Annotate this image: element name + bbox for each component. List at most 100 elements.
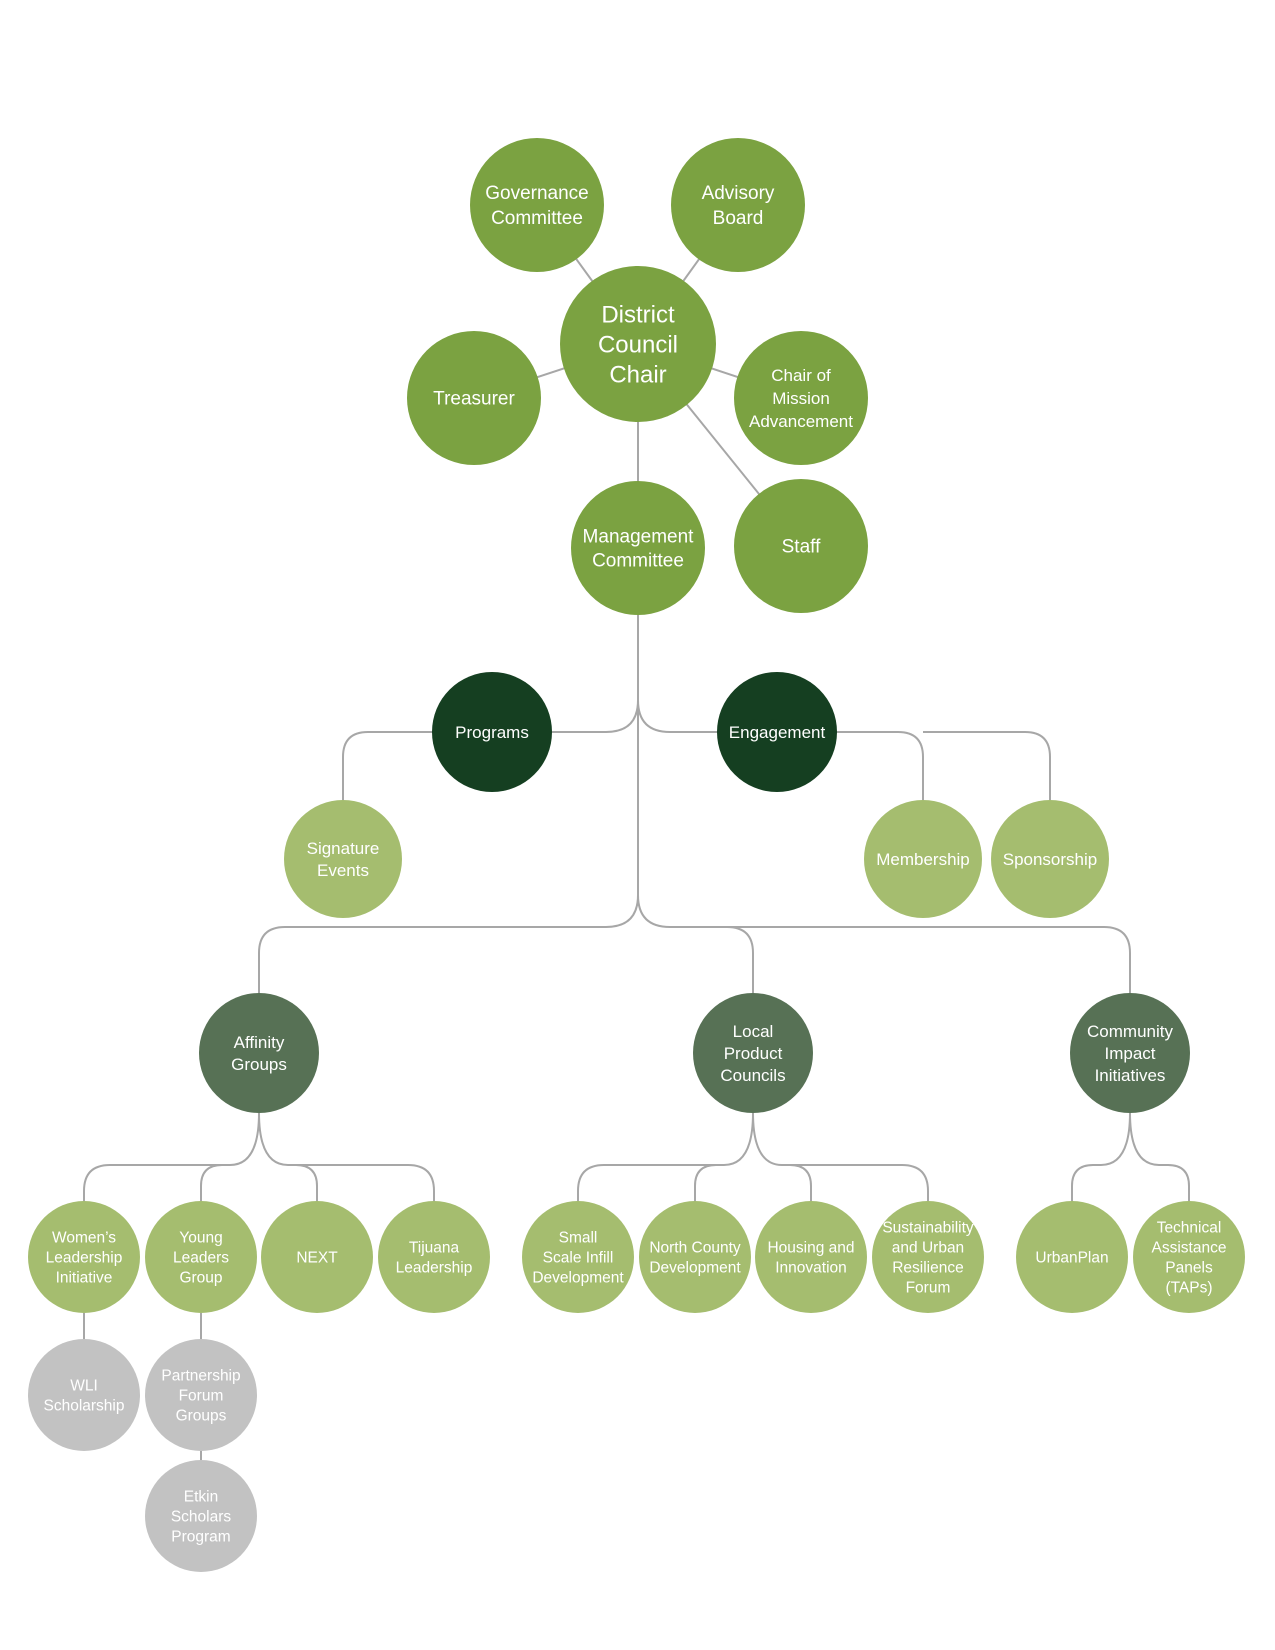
node-label-line: Governance: [485, 183, 589, 204]
node-label-line: Housing and: [767, 1239, 854, 1256]
node-label-line: NEXT: [296, 1249, 338, 1266]
node-label: UrbanPlan: [1035, 1249, 1108, 1266]
node-label-line: Affinity: [234, 1033, 285, 1052]
node-label: Membership: [876, 850, 970, 869]
node-circle: [872, 1201, 984, 1313]
node-circle: [639, 1201, 751, 1313]
node-label-line: Young: [179, 1229, 222, 1246]
node-label: Staff: [782, 537, 821, 558]
node-label-line: Innovation: [775, 1259, 847, 1276]
connector-line: [342, 731, 492, 800]
node-label-line: Technical: [1157, 1219, 1222, 1236]
node-label-line: Initiatives: [1095, 1066, 1166, 1085]
node-circle: [1070, 993, 1190, 1113]
node-circle: [407, 331, 541, 465]
node-circle: [145, 1460, 257, 1572]
node-label-line: Product: [724, 1044, 783, 1063]
node-label-line: Events: [317, 861, 369, 880]
node-label-line: Tijuana: [409, 1239, 460, 1256]
node-circle: [755, 1201, 867, 1313]
node-circle: [284, 800, 402, 918]
node-circle: [145, 1339, 257, 1451]
node-label-line: Assistance: [1152, 1239, 1227, 1256]
node-label-line: Panels: [1165, 1259, 1213, 1276]
node-engagement: Engagement: [717, 672, 837, 792]
node-label-line: Women’s: [52, 1229, 116, 1246]
node-label-line: Committee: [592, 551, 684, 572]
connector-line: [777, 731, 924, 800]
connector-line: [670, 926, 1131, 993]
node-treasurer: Treasurer: [407, 331, 541, 465]
node-label-line: Forum: [906, 1279, 951, 1296]
node-label-line: (TAPs): [1165, 1279, 1212, 1296]
node-label: Engagement: [729, 723, 826, 742]
node-label-line: Committee: [491, 208, 583, 229]
connector-line: [1129, 1112, 1190, 1201]
node-label-line: Groups: [231, 1055, 287, 1074]
node-sponsorship: Sponsorship: [991, 800, 1109, 918]
node-label-line: Impact: [1104, 1044, 1155, 1063]
node-membership: Membership: [864, 800, 982, 918]
connector-line: [1071, 1112, 1131, 1201]
node-label-line: District: [601, 301, 675, 328]
node-circle: [378, 1201, 490, 1313]
connector-line: [752, 1112, 812, 1201]
node-label-line: Scholarship: [44, 1397, 125, 1414]
node-circle: [145, 1201, 257, 1313]
node-circle: [717, 672, 837, 792]
node-circle: [571, 481, 705, 615]
node-label-line: Engagement: [729, 723, 826, 742]
node-circle: [199, 993, 319, 1113]
node-label-line: Small: [559, 1229, 598, 1246]
node-label-line: Membership: [876, 850, 970, 869]
node-label-line: Partnership: [161, 1367, 240, 1384]
node-label-line: Development: [649, 1259, 741, 1276]
node-circle: [991, 800, 1109, 918]
node-circle: [864, 800, 982, 918]
connector-line: [637, 699, 777, 733]
node-label-line: Programs: [455, 723, 529, 742]
node-label-line: Staff: [782, 537, 821, 558]
connector-line: [782, 1164, 929, 1201]
node-label-line: Signature: [307, 839, 380, 858]
node-label-line: UrbanPlan: [1035, 1249, 1108, 1266]
node-circle: [470, 138, 604, 272]
node-label-line: Mission: [772, 389, 830, 408]
node-circle: [560, 266, 716, 422]
node-label-line: Scholars: [171, 1508, 232, 1525]
connector-line: [577, 1112, 754, 1201]
node-circle: [734, 479, 868, 613]
connector-line: [258, 1112, 318, 1201]
connector-line: [258, 894, 639, 993]
node-label-line: Treasurer: [433, 389, 515, 410]
node-circle: [261, 1201, 373, 1313]
connector-line: [288, 1164, 435, 1201]
node-label: Sponsorship: [1003, 850, 1098, 869]
node-label: NEXT: [296, 1249, 338, 1266]
connector-line: [694, 1164, 724, 1201]
